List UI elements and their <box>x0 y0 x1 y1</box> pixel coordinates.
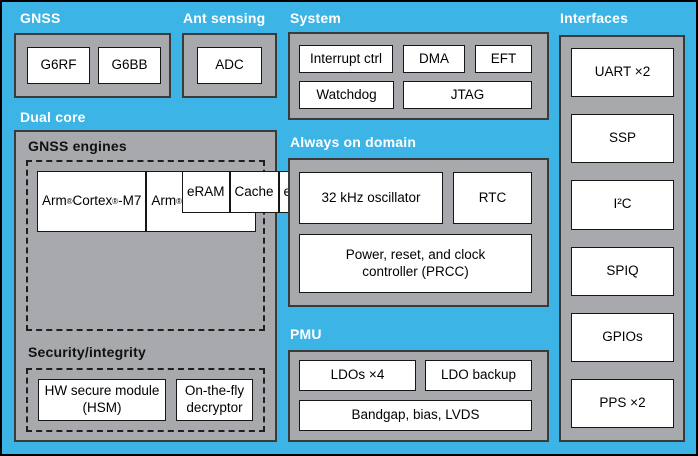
block-pps: PPS ×2 <box>571 378 674 429</box>
block-adc: ADC <box>197 47 262 84</box>
block-watchdog: Watchdog <box>299 81 394 109</box>
system-panel: Interrupt ctrl DMA EFT Watchdog JTAG <box>288 32 549 120</box>
block-g6bb: G6BB <box>98 47 162 84</box>
block-uart: UART ×2 <box>571 48 674 98</box>
block-prcc: Power, reset, and clock controller (PRCC… <box>299 234 532 293</box>
always-on-panel: 32 kHz oscillator RTC Power, reset, and … <box>288 158 549 307</box>
always-on-section-label: Always on domain <box>290 134 417 150</box>
pmu-row-2: Bandgap, bias, LVDS <box>299 400 532 431</box>
block-spiq: SPIQ <box>571 246 674 296</box>
block-rtc: RTC <box>453 172 532 224</box>
security-integrity-label: Security/integrity <box>28 344 146 360</box>
block-cortex-m7-1: Arm® Cortex®-M7 <box>37 171 147 232</box>
always-on-row-2: Power, reset, and clock controller (PRCC… <box>299 234 532 293</box>
system-row-1: Interrupt ctrl DMA EFT <box>299 45 532 73</box>
gnss-panel: G6RF G6BB <box>14 33 171 98</box>
pmu-row-1: LDOs ×4 LDO backup <box>299 360 532 391</box>
block-hsm: HW secure module (HSM) <box>38 379 166 421</box>
block-ldos: LDOs ×4 <box>299 360 416 391</box>
always-on-row-1: 32 kHz oscillator RTC <box>299 172 532 224</box>
dual-core-panel: GNSS engines Arm® Cortex®-M7 Arm® Cortex… <box>14 130 327 442</box>
block-otf-decryptor: On-the-fly decryptor <box>176 379 253 421</box>
system-section-label: System <box>290 10 342 26</box>
block-cache: Cache <box>229 171 279 213</box>
interfaces-panel: UART ×2 SSP I²C SPIQ GPIOs PPS ×2 <box>559 35 685 442</box>
system-row-2: Watchdog JTAG <box>299 81 532 109</box>
block-ldo-backup: LDO backup <box>425 360 532 391</box>
block-g6rf: G6RF <box>27 47 90 84</box>
block-dma: DMA <box>403 45 465 73</box>
gnss-section-label: GNSS <box>20 10 61 26</box>
pmu-section-label: PMU <box>290 326 322 342</box>
block-gpios: GPIOs <box>571 312 674 362</box>
block-bandgap-bias-lvds: Bandgap, bias, LVDS <box>299 400 532 431</box>
gnss-engines-label: GNSS engines <box>28 138 127 154</box>
gnss-engines-group: Arm® Cortex®-M7 Arm® Cortex®-M7 eRAM Cac… <box>26 160 327 331</box>
block-i2c: I²C <box>571 180 674 230</box>
block-interrupt-ctrl: Interrupt ctrl <box>299 45 393 73</box>
block-32khz-oscillator: 32 kHz oscillator <box>299 172 443 224</box>
block-jtag: JTAG <box>403 81 532 109</box>
cores-column: Arm® Cortex®-M7 Arm® Cortex®-M7 <box>37 171 256 320</box>
ant-sensing-panel: ADC <box>182 33 277 98</box>
block-eram: eRAM <box>182 171 230 213</box>
block-ssp: SSP <box>571 114 674 164</box>
pmu-panel: LDOs ×4 LDO backup Bandgap, bias, LVDS <box>288 350 549 442</box>
ant-sensing-section-label: Ant sensing <box>183 10 266 26</box>
security-integrity-group: HW secure module (HSM) On-the-fly decryp… <box>26 368 265 432</box>
dual-core-section-label: Dual core <box>20 109 86 125</box>
interfaces-section-label: Interfaces <box>560 10 629 26</box>
block-eft: EFT <box>475 45 532 73</box>
